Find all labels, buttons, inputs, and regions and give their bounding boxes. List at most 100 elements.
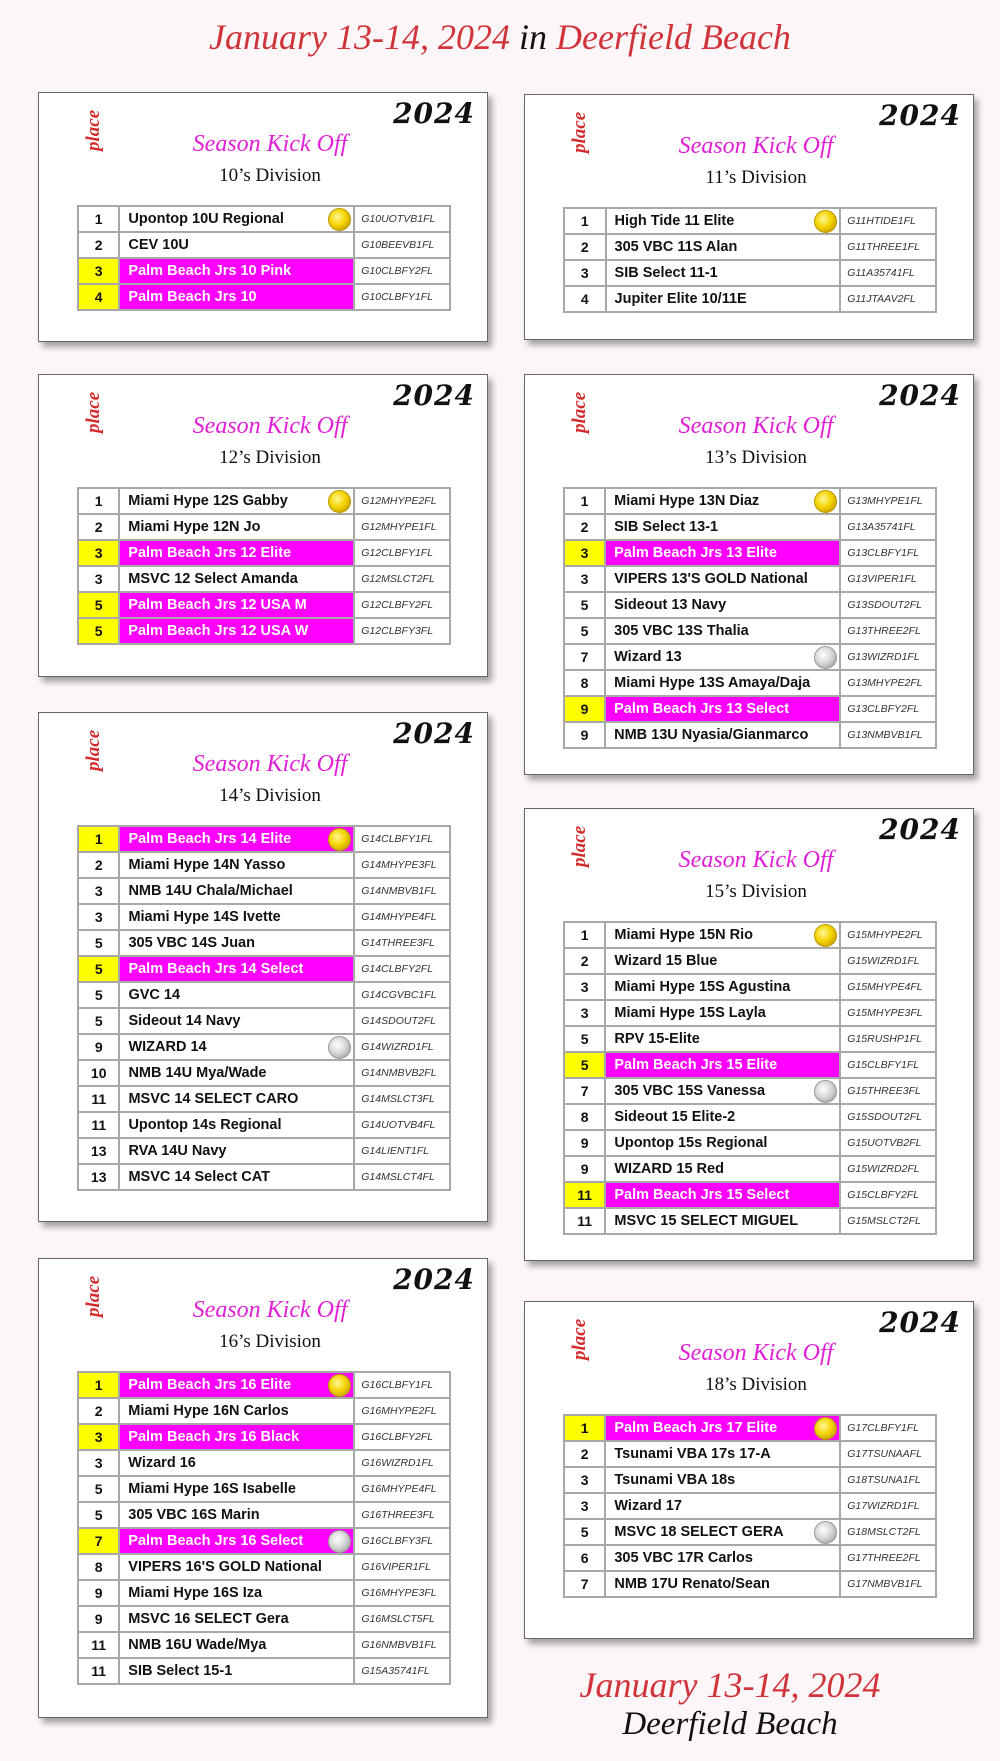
division-title: 16’s Division [219,1331,321,1352]
team-name: MSVC 14 Select CAT [128,1169,270,1185]
team-cell: SIB Select 13-1 [604,513,842,541]
team-name: Palm Beach Jrs 14 Elite [128,831,292,847]
team-cell: Palm Beach Jrs 15 Elite [604,1051,842,1079]
team-cell: Palm Beach Jrs 14 Elite [118,825,356,853]
team-code-cell: G16MHYPE3FL [353,1579,451,1607]
place-cell: 3 [562,565,607,593]
place-cell: 9 [76,1605,121,1633]
team-name: Jupiter Elite 10/11E [614,291,747,307]
team-cell: Palm Beach Jrs 12 USA W [118,617,356,645]
team-cell: Palm Beach Jrs 13 Select [604,695,842,723]
team-code-cell: G12CLBFY2FL [353,591,451,619]
silver-medal-icon [328,1036,352,1059]
gold-medal-icon [328,208,352,231]
event-title: Season Kick Off [192,1297,348,1323]
place-cell: 1 [76,205,121,233]
place-cell: 3 [76,1449,121,1477]
team-code-cell: G10UOTVB1FL [353,205,451,233]
place-cell: 11 [76,1657,121,1685]
team-cell: Palm Beach Jrs 12 USA M [118,591,356,619]
team-cell: Upontop 14s Regional [118,1111,356,1139]
team-code-cell: G13THREE2FL [839,617,937,645]
team-code-cell: G14NMBVB1FL [353,877,451,905]
team-code-cell: G14MSLCT3FL [353,1085,451,1113]
place-cell: 3 [562,1492,607,1520]
place-cell: 3 [76,565,121,593]
gold-medal-icon [814,924,838,947]
team-cell: Palm Beach Jrs 10 Pink [118,257,356,285]
place-cell: 9 [562,721,607,749]
team-cell: MSVC 14 SELECT CARO [118,1085,356,1113]
place-cell: 1 [562,1414,607,1442]
team-name: NMB 14U Mya/Wade [128,1065,267,1081]
team-code-cell: G17CLBFY1FL [839,1414,937,1442]
team-code-cell: G15UOTVB2FL [839,1129,937,1157]
team-code-cell: G11A35741FL [839,259,937,287]
place-cell: 3 [563,259,607,287]
place-cell: 5 [562,1051,607,1079]
place-cell: 2 [562,1440,607,1468]
place-cell: 3 [76,257,121,285]
team-code-cell: G15MSLCT2FL [839,1207,937,1235]
place-cell: 3 [76,903,121,931]
team-cell: Miami Hype 13N Diaz [604,487,842,515]
team-code-cell: G10CLBFY2FL [353,257,451,285]
team-cell: VIPERS 16'S GOLD National [118,1553,356,1581]
team-cell: Upontop 10U Regional [118,205,356,233]
place-cell: 11 [76,1085,121,1113]
place-cell: 3 [76,1423,121,1451]
team-code-cell: G16NMBVB1FL [353,1631,451,1659]
team-code-cell: G15THREE3FL [839,1077,937,1105]
team-cell: Miami Hype 15S Layla [604,999,842,1027]
team-name: Miami Hype 16N Carlos [128,1403,289,1419]
place-cell: 13 [76,1163,121,1191]
team-code-cell: G14NMBVB2FL [353,1059,451,1087]
division-title: 11’s Division [705,167,807,188]
team-cell: 305 VBC 11S Alan [604,233,842,261]
card-year: 2024 [879,379,961,412]
team-code-cell: G14CGVBC1FL [353,981,451,1009]
team-name: MSVC 12 Select Amanda [128,571,298,587]
event-title: Season Kick Off [678,1340,834,1366]
team-name: SIB Select 13-1 [614,519,719,535]
team-cell: Miami Hype 13S Amaya/Daja [604,669,842,697]
place-cell: 7 [562,643,607,671]
team-cell: Miami Hype 15S Agustina [604,973,842,1001]
team-name: Miami Hype 12S Gabby [128,493,288,509]
team-code-cell: G16CLBFY3FL [353,1527,451,1555]
team-cell: Miami Hype 12N Jo [118,513,356,541]
team-name: Palm Beach Jrs 15 Select [614,1187,790,1203]
team-name: SIB Select 15-1 [128,1663,233,1679]
team-cell: SIB Select 15-1 [118,1657,356,1685]
team-code-cell: G15RUSHP1FL [839,1025,937,1053]
team-name: Sideout 14 Navy [128,1013,241,1029]
place-cell: 5 [76,617,121,645]
team-cell: RVA 14U Navy [118,1137,356,1165]
silver-medal-icon [328,1530,352,1553]
team-code-cell: G11THREE1FL [839,233,937,261]
